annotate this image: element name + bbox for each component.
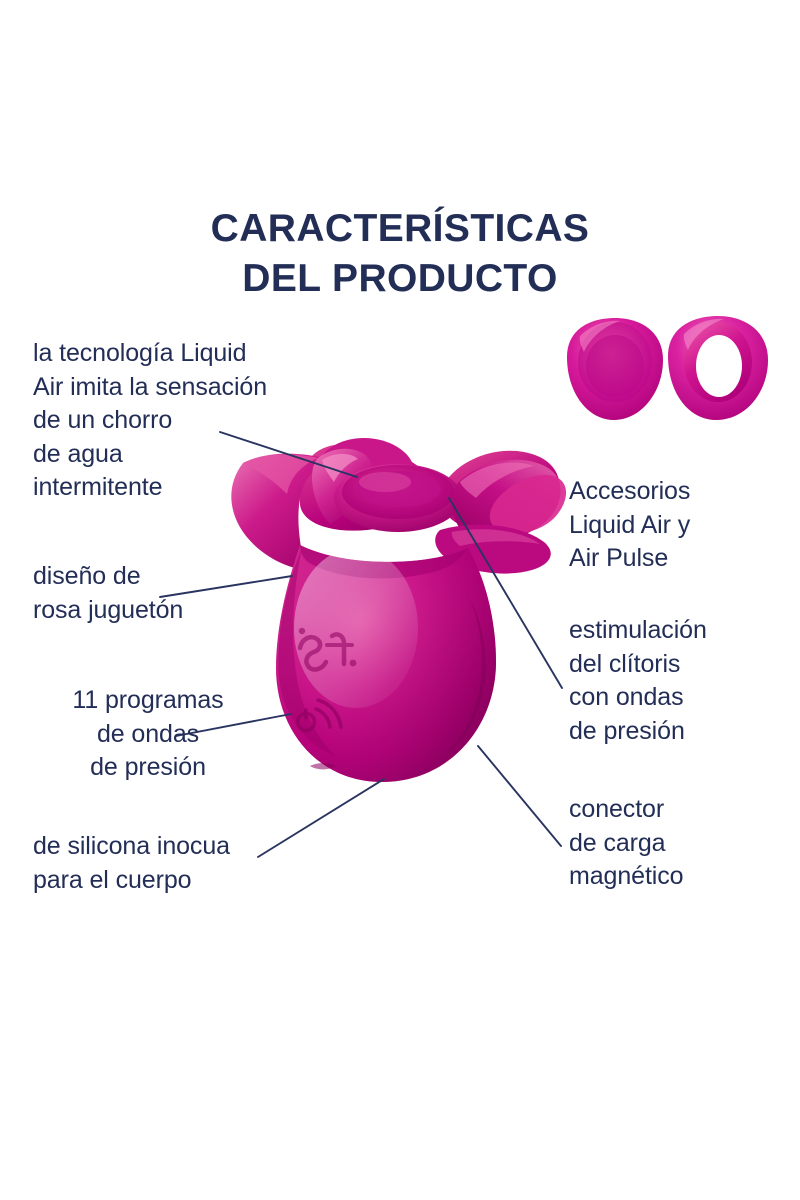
callout-magnetic-charging-connector: conector de carga magnético [569, 795, 684, 890]
callout-clitoral-stimulation: estimulación del clítoris con ondas de p… [569, 616, 707, 745]
callout-accessories-liquid-air-air-pulse: Accesorios Liquid Air y Air Pulse [569, 477, 691, 572]
callout-liquid-air-technology: la tecnología Liquid Air imita la sensac… [33, 339, 268, 501]
liquid-air-cap [567, 318, 663, 420]
callout-pressure-wave-programs: 11 programas de ondas de presión [72, 686, 224, 781]
charging-contacts [310, 763, 336, 770]
satisfyer-logo [297, 627, 357, 672]
liquid-air-head[interactable] [334, 464, 462, 532]
callout-body-safe-silicone: de silicona inocua para el cuerpo [33, 832, 230, 894]
page-title: CARACTERÍSTICAS DEL PRODUCTO [210, 207, 590, 300]
callout-playful-rose-design: diseño de rosa juguetón [33, 562, 184, 624]
power-button[interactable] [295, 698, 343, 733]
air-pulse-ring [668, 316, 768, 420]
